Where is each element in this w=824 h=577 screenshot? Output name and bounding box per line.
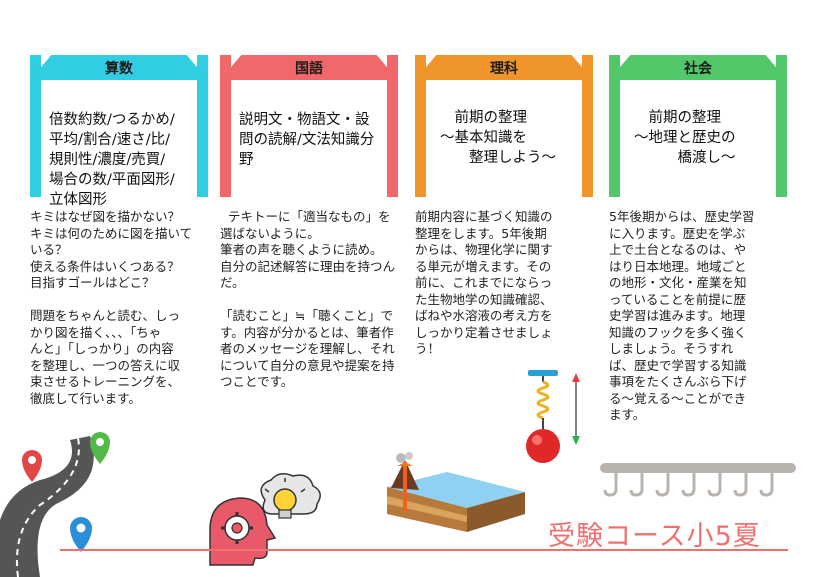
hook-shelf-icon	[600, 463, 796, 497]
roof	[609, 55, 787, 80]
subject-title: 理科	[490, 61, 518, 77]
topic-line: 整理しよう～	[440, 150, 556, 166]
header-house: 理科 前期の整理 ～基本知識を 整理しよう～	[415, 55, 593, 197]
roof	[415, 55, 593, 80]
roof	[30, 55, 208, 80]
topic-line: 平均/割合/速さ/比/	[49, 132, 171, 148]
topics-box: 説明文・物語文・設 問の読解/文法知識分 野	[231, 80, 387, 197]
header-house: 国語 説明文・物語文・設 問の読解/文法知識分 野	[220, 55, 398, 197]
topic-line: 野	[239, 152, 254, 168]
volcano-cross-section-icon	[387, 452, 525, 532]
topics-box: 前期の整理 ～基本知識を 整理しよう～	[426, 80, 582, 197]
description: テキトーに「適当なもの」を 選ばないように。 筆者の声を聴くように読め。 自分の…	[220, 209, 396, 389]
subject-title: 国語	[295, 61, 323, 77]
road-map-pins-icon	[0, 432, 110, 577]
subject-title: 社会	[684, 61, 712, 77]
head-gear-lightbulb-icon	[209, 473, 321, 566]
topic-line: 橋渡し～	[634, 150, 736, 166]
description: 前期内容に基づく知識の 整理をします。5年後期 からは、物理化学に関す る単元が…	[415, 209, 553, 356]
topic-line: 立体図形	[49, 192, 107, 208]
description: キミはなぜ図を描かない？ キミは何のために図を描いて いる？ 使える条件はいくつ…	[30, 209, 193, 406]
topic-line: 場合の数/平面図形/	[49, 172, 175, 188]
column-science: 理科 前期の整理 ～基本知識を 整理しよう～ 前期内容に基づく知識の 整理をしま…	[415, 55, 593, 358]
topic-line: ～地理と歴史の	[634, 130, 736, 146]
topics-box: 前期の整理 ～地理と歴史の 橋渡し～	[620, 80, 776, 197]
column-social: 社会 前期の整理 ～地理と歴史の 橋渡し～ 5年後期からは、歴史学習 に入ります…	[609, 55, 787, 424]
topic-line: 前期の整理	[634, 110, 721, 126]
topic-line: ～基本知識を	[440, 130, 527, 146]
divider-line	[60, 549, 788, 551]
topic-line: 問の読解/文法知識分	[239, 132, 375, 148]
column-japanese: 国語 説明文・物語文・設 問の読解/文法知識分 野 テキトーに「適当なもの」を …	[220, 55, 398, 391]
topic-line: 前期の整理	[440, 110, 527, 126]
description: 5年後期からは、歴史学習 に入ります。歴史を学ぶ 上で土台となるのは、や はり日…	[609, 209, 755, 422]
header-house: 社会 前期の整理 ～地理と歴史の 橋渡し～	[609, 55, 787, 197]
roof	[220, 55, 398, 80]
topic-line: 説明文・物語文・設	[239, 112, 370, 128]
topics-box: 倍数約数/つるかめ/ 平均/割合/速さ/比/ 規則性/濃度/売買/ 場合の数/平…	[41, 80, 197, 208]
header-house: 算数 倍数約数/つるかめ/ 平均/割合/速さ/比/ 規則性/濃度/売買/ 場合の…	[30, 55, 208, 208]
topic-line: 倍数約数/つるかめ/	[49, 112, 175, 128]
spring-weight-icon	[526, 370, 580, 463]
subject-title: 算数	[105, 61, 133, 77]
column-math: 算数 倍数約数/つるかめ/ 平均/割合/速さ/比/ 規則性/濃度/売買/ 場合の…	[30, 55, 208, 407]
course-title: 受験コース小5夏	[548, 521, 761, 552]
topic-line: 規則性/濃度/売買/	[49, 152, 166, 168]
